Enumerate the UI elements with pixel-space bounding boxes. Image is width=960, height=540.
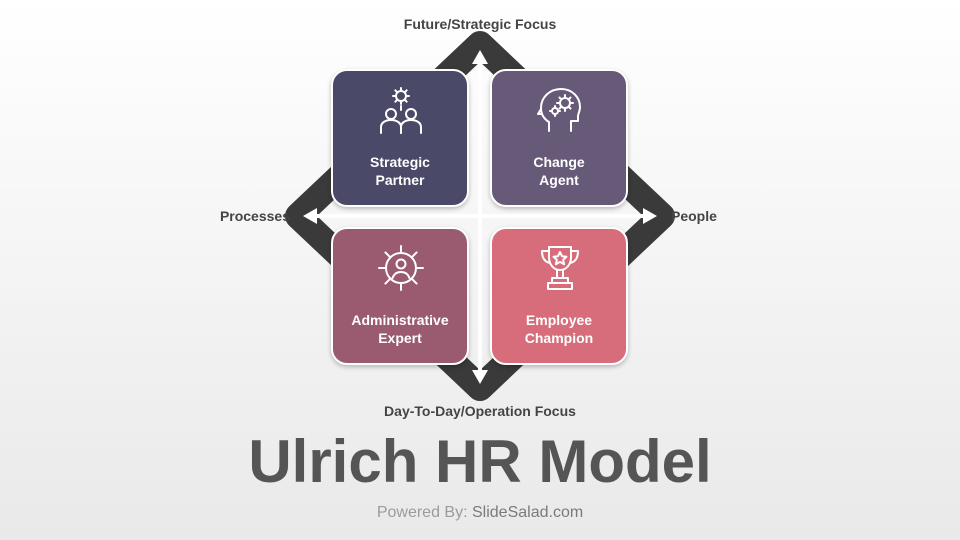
user-gear-icon: [378, 245, 424, 291]
quadrant-label-line2: Agent: [539, 172, 579, 188]
team-gear-icon: [380, 87, 422, 134]
credit-line: Powered By: SlideSalad.com: [0, 504, 960, 522]
trophy-star-icon: [541, 246, 579, 290]
credit-brand-link[interactable]: SlideSalad.com: [472, 504, 584, 521]
quadrant-label: Administrative Expert: [333, 311, 467, 347]
slide-title: Ulrich HR Model: [248, 428, 712, 495]
quadrant-strategic-partner: Strategic Partner: [331, 69, 469, 207]
quadrant-label-line1: Employee: [525, 312, 593, 328]
quadrant-label: Strategic Partner: [333, 153, 467, 189]
quadrant-label: Change Agent: [492, 153, 626, 189]
quadrant-employee-champion: Employee Champion: [490, 227, 628, 365]
axis-label-right: People: [671, 208, 717, 224]
axis-label-left: Processes: [219, 208, 290, 224]
quadrant-label-line2: Partner: [375, 172, 425, 188]
quadrant-label-line1: Administrative: [351, 312, 449, 328]
horizontal-axis-arrow: [303, 208, 657, 224]
quadrant-label: Employee Champion: [492, 311, 626, 347]
quadrant-label-line2: Expert: [378, 330, 422, 346]
head-gears-icon: [537, 88, 581, 132]
credit-prefix: Powered By:: [376, 504, 468, 521]
quadrant-change-agent: Change Agent: [490, 69, 628, 207]
axis-label-top: Future/Strategic Focus: [403, 16, 557, 32]
axis-label-bottom: Day-To-Day/Operation Focus: [384, 403, 576, 419]
quadrant-administrative-expert: Administrative Expert: [331, 227, 469, 365]
quadrant-label-line1: Strategic: [370, 154, 430, 170]
quadrant-label-line2: Champion: [524, 330, 594, 346]
quadrant-label-line1: Change: [533, 154, 585, 170]
